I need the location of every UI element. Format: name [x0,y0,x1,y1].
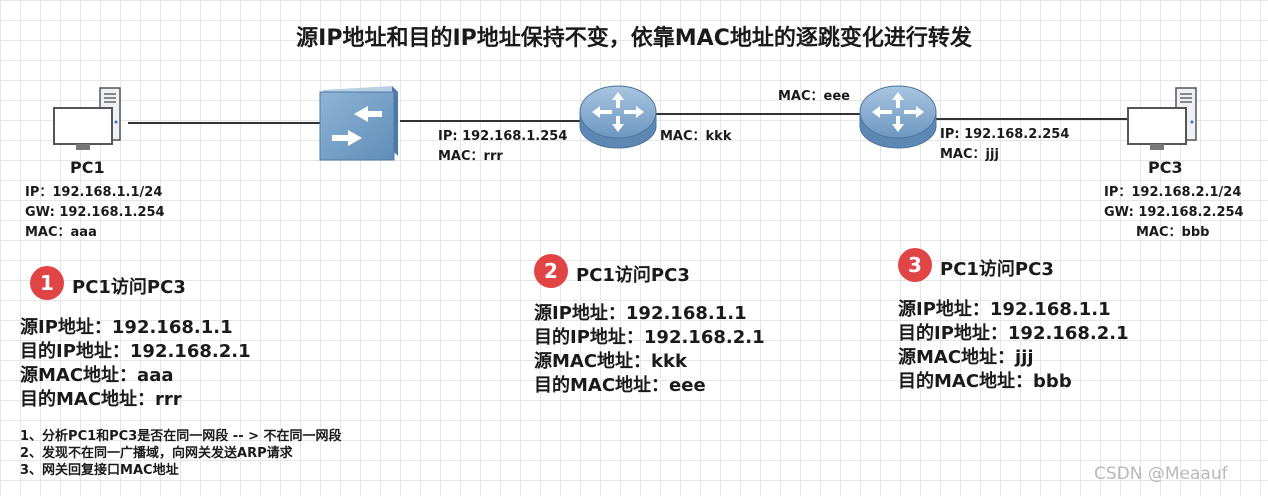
step-3-src-mac: 源MAC地址：jjj [898,347,1034,368]
pc1-ip: IP：192.168.1.1/24 [25,185,163,200]
step-2-badge: 2 [534,254,568,288]
step-1-dst-mac: 目的MAC地址：rrr [20,389,182,410]
step-1-badge: 1 [30,266,64,300]
step-2-src-ip: 源IP地址：192.168.1.1 [534,303,747,324]
step-1-dst-ip: 目的IP地址：192.168.2.1 [20,341,251,362]
router2-left-mac: MAC：eee [778,89,850,104]
link-pc1-switch [128,122,320,124]
watermark: CSDN @Meaauf [1094,464,1228,484]
pc3-label: PC3 [1148,158,1183,177]
pc3-ip: IP：192.168.2.1/24 [1104,185,1242,200]
step-1-src-ip: 源IP地址：192.168.1.1 [20,317,233,338]
router2-icon [859,85,937,149]
step-2-dst-mac: 目的MAC地址：eee [534,375,706,396]
note-1: 1、分析PC1和PC3是否在同一网段 -- > 不在同一网段 [20,429,342,444]
note-3: 3、网关回复接口MAC地址 [20,463,179,478]
router2-right-ip: IP: 192.168.2.254 [940,127,1070,142]
step-1-title: PC1访问PC3 [72,277,186,298]
link-switch-router1 [400,120,580,122]
diagram-title: 源IP地址和目的IP地址保持不变，依靠MAC地址的逐跳变化进行转发 [296,26,972,51]
step-3-dst-mac: 目的MAC地址：bbb [898,371,1072,392]
link-router1-router2 [656,113,860,115]
pc1-computer-icon [53,87,121,150]
step-2-src-mac: 源MAC地址：kkk [534,351,687,372]
step-1-details: 源IP地址：192.168.1.1 目的IP地址：192.168.2.1 源MA… [20,316,251,412]
router1-left-mac: MAC：rrr [438,149,503,164]
pc1-gateway: GW: 192.168.1.254 [25,205,165,220]
pc3-gateway: GW: 192.168.2.254 [1104,205,1244,220]
notes: 1、分析PC1和PC3是否在同一网段 -- > 不在同一网段 2、发现不在同一广… [20,428,342,479]
step-2-title: PC1访问PC3 [576,265,690,286]
router2-right-mac: MAC：jjj [940,147,999,162]
router1-icon [579,85,657,149]
pc3-mac: MAC：bbb [1136,225,1210,240]
switch-icon [319,86,398,161]
step-2-details: 源IP地址：192.168.1.1 目的IP地址：192.168.2.1 源MA… [534,302,765,398]
step-2-dst-ip: 目的IP地址：192.168.2.1 [534,327,765,348]
step-3-details: 源IP地址：192.168.1.1 目的IP地址：192.168.2.1 源MA… [898,298,1129,394]
step-3-title: PC1访问PC3 [940,259,1054,280]
step-1-src-mac: 源MAC地址：aaa [20,365,174,386]
step-3-src-ip: 源IP地址：192.168.1.1 [898,299,1111,320]
pc1-mac: MAC：aaa [25,225,97,240]
step-3-badge: 3 [898,248,932,282]
router1-left-ip: IP: 192.168.1.254 [438,129,568,144]
link-router2-pc3 [936,118,1128,120]
step-3-dst-ip: 目的IP地址：192.168.2.1 [898,323,1129,344]
pc3-computer-icon [1127,87,1197,150]
pc1-label: PC1 [70,158,105,177]
note-2: 2、发现不在同一广播域，向网关发送ARP请求 [20,446,293,461]
router1-right-mac: MAC：kkk [660,129,732,144]
